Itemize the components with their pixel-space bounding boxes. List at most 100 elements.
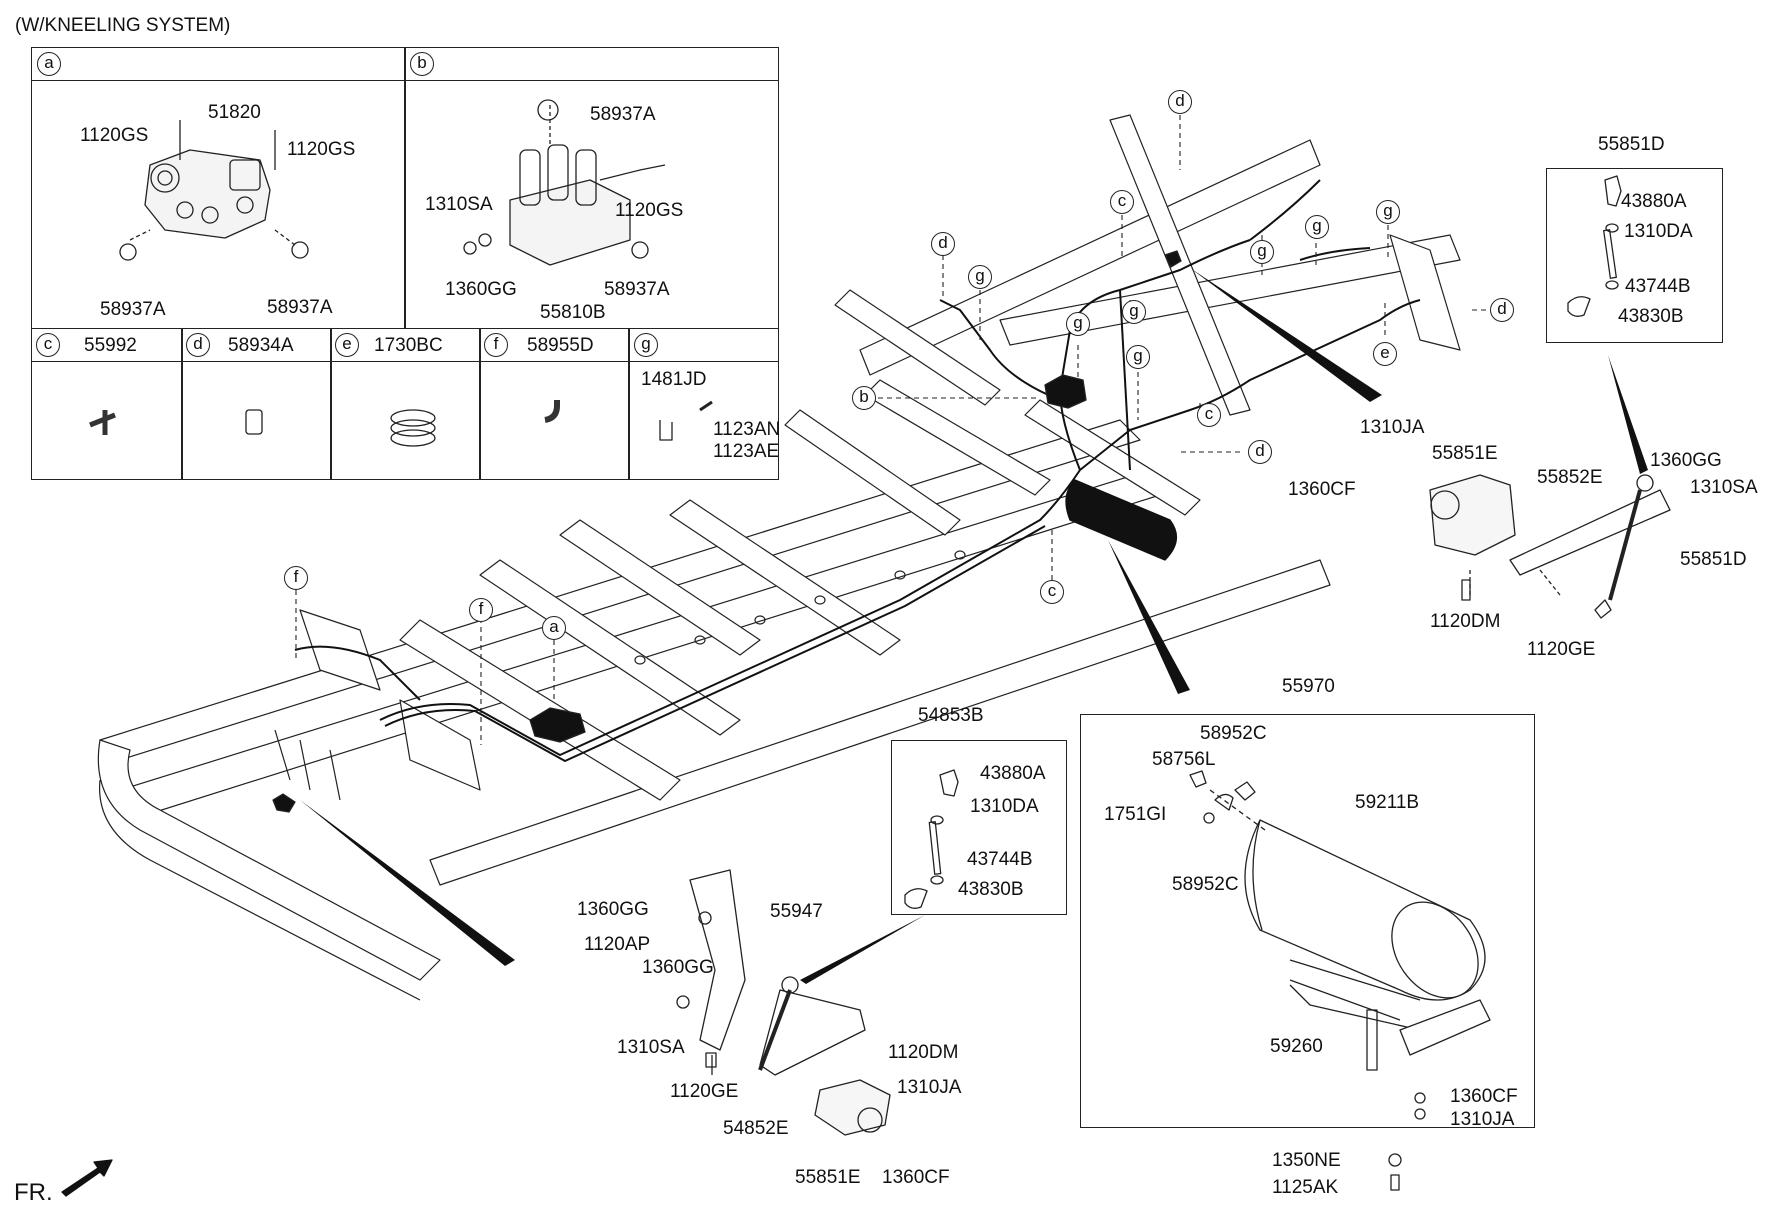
key-letter-g: g <box>634 333 658 357</box>
tank-58952C-bottom: 58952C <box>1172 874 1239 895</box>
part-58937A-left: 58937A <box>100 299 166 320</box>
callout-g-center2: g <box>1126 345 1150 369</box>
sensor-kit-1310DA: 1310DA <box>1624 221 1693 242</box>
part-58937A-top: 58937A <box>590 104 656 125</box>
tank-group-box <box>1080 714 1535 1128</box>
key-letter-d: d <box>186 333 210 357</box>
pointer-wedges <box>300 268 1648 984</box>
front-1120DM: 1120DM <box>888 1042 959 1063</box>
part-1120GS-b: 1120GS <box>615 200 684 221</box>
sensor-kit-drawing <box>1567 175 1622 317</box>
callout-b: b <box>852 386 876 410</box>
sensor-kit-43830B: 43830B <box>1618 306 1684 327</box>
front-55851E: 55851E <box>795 1167 861 1188</box>
callout-d-center: d <box>1248 440 1272 464</box>
part-1730BC: 1730BC <box>374 335 443 356</box>
grommet-e-drawing <box>390 409 436 447</box>
key-letter-a: a <box>37 52 61 76</box>
part-1120GS-right: 1120GS <box>287 139 356 160</box>
callout-f-left: f <box>284 566 308 590</box>
tank-1310JA: 1310JA <box>1450 1109 1515 1130</box>
rear-55852E: 55852E <box>1537 467 1603 488</box>
fr-arrow <box>61 1159 113 1197</box>
valve-block-a-drawing <box>119 120 309 261</box>
rear-sensor-assembly-drawing <box>1429 474 1671 619</box>
front-1360CF: 1360CF <box>882 1167 950 1188</box>
fr-label: FR. <box>14 1179 53 1206</box>
tank-58756L: 58756L <box>1152 749 1216 770</box>
callout-c-center: c <box>1197 403 1221 427</box>
tee-fitting-c-drawing <box>89 410 116 435</box>
key-letter-b: b <box>410 52 434 76</box>
part-58934A: 58934A <box>228 335 294 356</box>
key-letter-e: e <box>335 333 359 357</box>
key-cell-f-border <box>479 328 481 480</box>
tank-group-label: 55970 <box>1282 676 1335 697</box>
callout-d-top: d <box>1168 90 1192 114</box>
part-55992: 55992 <box>84 335 137 356</box>
front-1360GG-top: 1360GG <box>577 899 649 920</box>
link-kit-43830B: 43830B <box>958 879 1024 900</box>
link-kit-box <box>891 740 1067 915</box>
link-kit-drawing <box>904 769 959 909</box>
rear-55851D: 55851D <box>1680 549 1747 570</box>
clip-g-drawing <box>659 400 713 441</box>
front-1120GE: 1120GE <box>670 1081 739 1102</box>
callout-g-mid: g <box>1122 300 1146 324</box>
rear-1310SA: 1310SA <box>1690 477 1758 498</box>
diagram-title: (W/KNEELING SYSTEM) <box>15 15 231 36</box>
link-kit-1310DA: 1310DA <box>970 796 1039 817</box>
part-58937A-b-right: 58937A <box>604 279 670 300</box>
connector-d-drawing <box>245 409 263 435</box>
front-54852E: 54852E <box>723 1118 789 1139</box>
sensor-kit-43880A: 43880A <box>1621 191 1687 212</box>
valve-block-b-on-frame <box>1044 374 1087 409</box>
part-58955D: 58955D <box>527 335 594 356</box>
key-table-mid-row <box>31 328 779 362</box>
tank-1125AK: 1125AK <box>1272 1177 1339 1198</box>
callout-c-top: c <box>1110 190 1134 214</box>
front-55947: 55947 <box>770 901 823 922</box>
part-1120GS-left: 1120GS <box>80 125 149 146</box>
part-1123AE: 1123AE <box>713 441 780 462</box>
air-tank-drawing <box>1189 770 1491 1191</box>
callout-g-center: g <box>1066 312 1090 336</box>
rear-1360CF: 1360CF <box>1288 479 1356 500</box>
callout-g-left: g <box>968 265 992 289</box>
tank-1350NE: 1350NE <box>1272 1150 1341 1171</box>
rear-1120DM: 1120DM <box>1430 611 1501 632</box>
elbow-f-drawing <box>544 400 560 423</box>
air-tank-on-frame <box>1065 479 1177 561</box>
sensor-kit-43744B: 43744B <box>1625 276 1691 297</box>
callout-d-right: d <box>1490 298 1514 322</box>
callout-g-r2: g <box>1250 240 1274 264</box>
part-51820: 51820 <box>208 102 261 123</box>
front-1120AP: 1120AP <box>584 934 651 955</box>
key-cell-d-border <box>181 328 183 480</box>
valve-block-b-drawing <box>463 99 666 266</box>
callout-g-r3: g <box>1376 200 1400 224</box>
callout-leaders <box>295 115 1490 745</box>
valve-block-a-on-frame <box>529 707 586 743</box>
part-55810B: 55810B <box>540 302 606 323</box>
callout-g-r1: g <box>1305 215 1329 239</box>
callout-a: a <box>542 616 566 640</box>
rear-1120GE: 1120GE <box>1527 639 1596 660</box>
rear-1310JA: 1310JA <box>1360 417 1425 438</box>
front-sensor-assembly-drawing <box>676 869 891 1136</box>
key-cell-e-border <box>330 328 332 480</box>
sensor-on-frame <box>1164 250 1182 268</box>
chassis-frame <box>97 114 1461 1001</box>
tank-1360CF: 1360CF <box>1450 1086 1518 1107</box>
front-1310SA: 1310SA <box>617 1037 685 1058</box>
part-58937A-right: 58937A <box>267 297 333 318</box>
rear-55851E: 55851E <box>1432 443 1498 464</box>
callout-f-mid: f <box>469 598 493 622</box>
callout-d-left: d <box>931 232 955 256</box>
part-1123AN: 1123AN <box>713 419 781 440</box>
part-1360GG-b: 1360GG <box>445 279 517 300</box>
key-table-divider-top <box>404 47 406 329</box>
link-kit-43744B: 43744B <box>967 849 1033 870</box>
callout-c-bottom: c <box>1040 580 1064 604</box>
